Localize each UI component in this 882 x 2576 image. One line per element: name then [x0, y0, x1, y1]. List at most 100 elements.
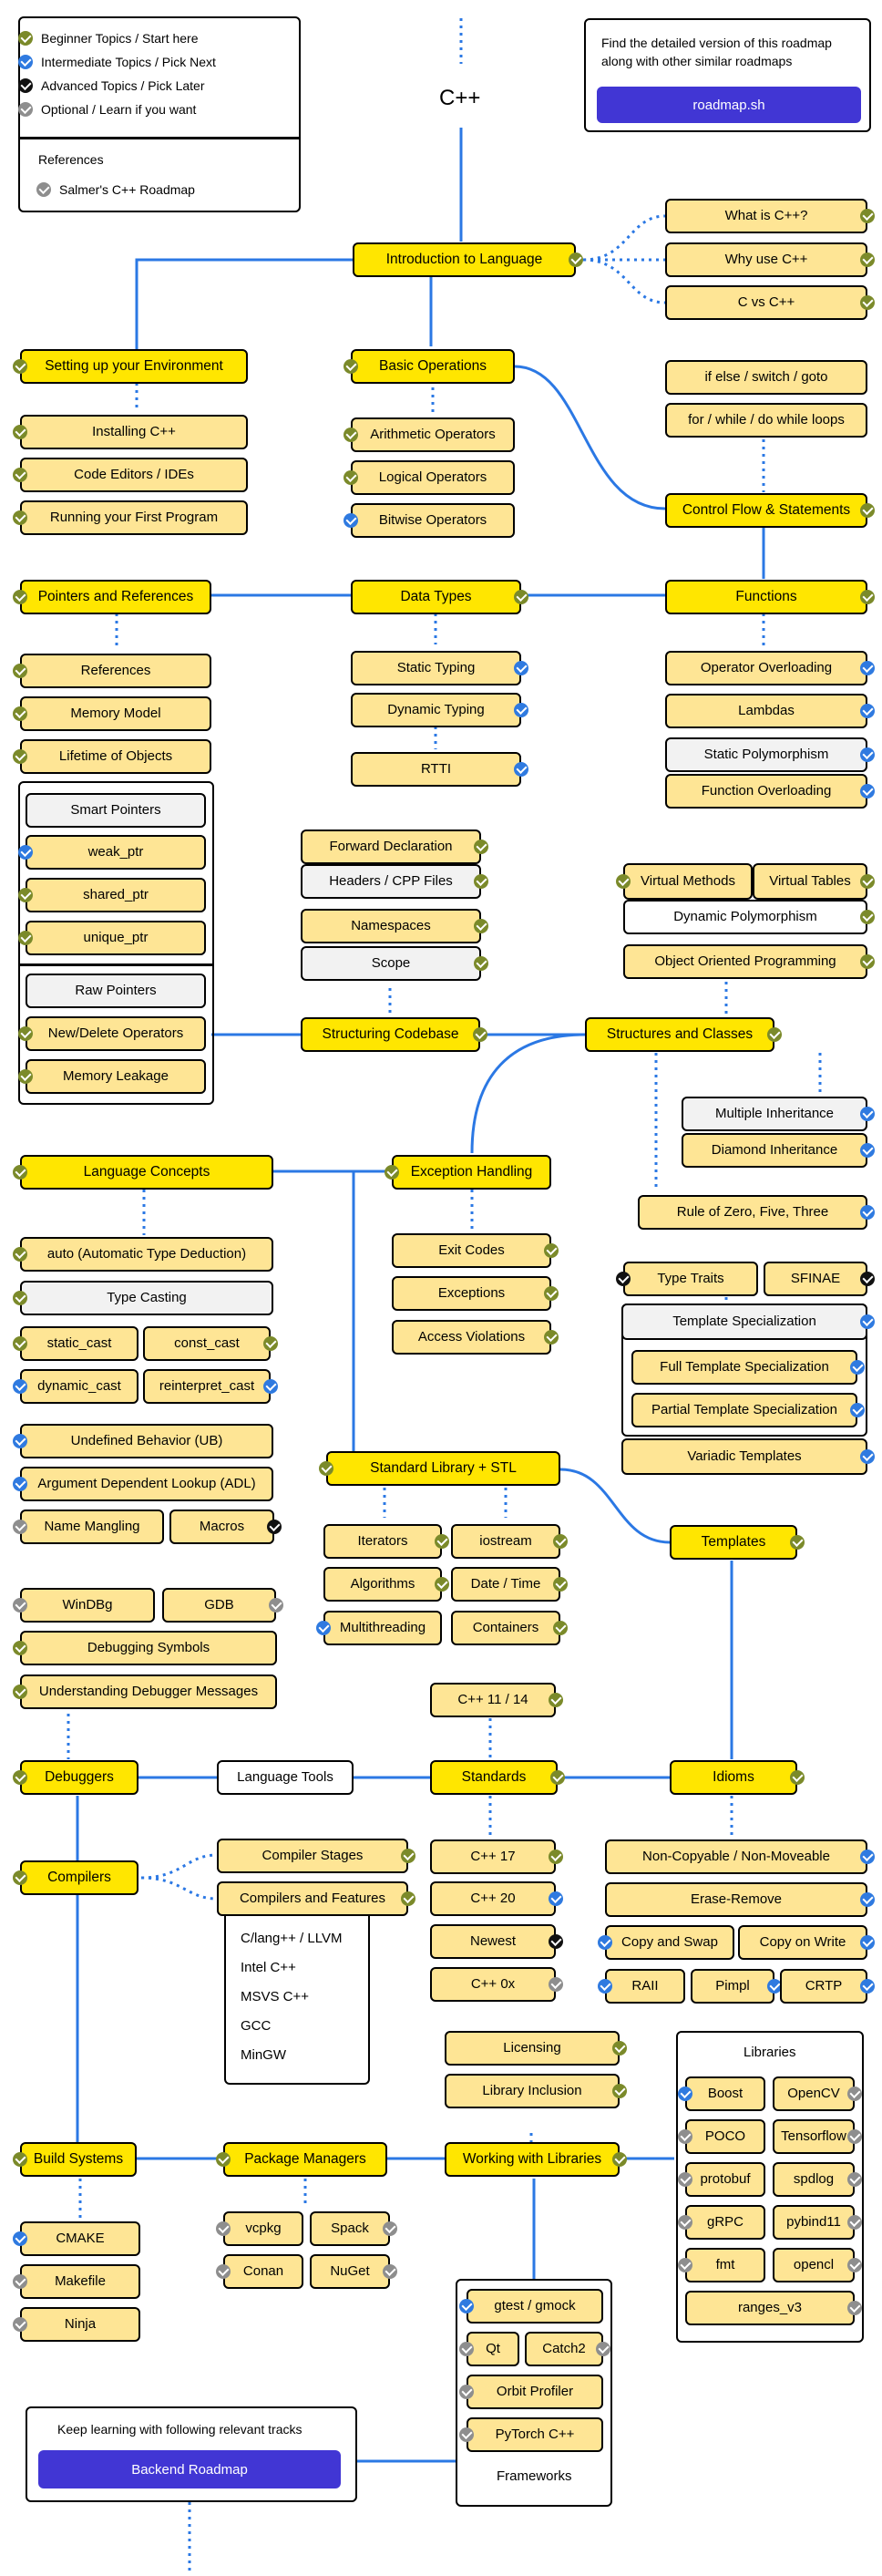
backend-roadmap-button[interactable]: Backend Roadmap [38, 2450, 341, 2488]
node-lifetime[interactable]: Lifetime of Objects [13, 739, 211, 774]
node-erase-remove[interactable]: Erase-Remove [605, 1882, 875, 1917]
node-type-casting[interactable]: Type Casting [13, 1281, 273, 1315]
node-non-copyable[interactable]: Non-Copyable / Non-Moveable [605, 1839, 875, 1874]
node-functions[interactable]: Functions [665, 580, 875, 614]
node-const-cast[interactable]: const_cast [143, 1326, 278, 1361]
node-language-concepts[interactable]: Language Concepts [13, 1155, 273, 1190]
node-crtp[interactable]: CRTP [780, 1969, 875, 2004]
node-type-traits[interactable]: Type Traits [616, 1262, 758, 1296]
node-boost[interactable]: Boost [678, 2076, 765, 2111]
node-exit-codes[interactable]: Exit Codes [392, 1233, 559, 1268]
node-static-poly[interactable]: Static Polymorphism [665, 737, 875, 772]
node-memory-leakage[interactable]: Memory Leakage [18, 1059, 206, 1094]
node-tensorflow[interactable]: Tensorflow [773, 2119, 862, 2154]
node-iterators[interactable]: Iterators [323, 1524, 449, 1559]
node-oop[interactable]: Object Oriented Programming [623, 944, 875, 979]
node-diamond-inh[interactable]: Diamond Inheritance [682, 1133, 875, 1168]
node-c-vs-cpp[interactable]: C vs C++ [665, 285, 875, 320]
node-gtest[interactable]: gtest / gmock [459, 2289, 603, 2324]
node-if-else[interactable]: if else / switch / goto [665, 360, 867, 395]
node-bitwise-ops[interactable]: Bitwise Operators [344, 503, 515, 538]
node-debugger-msgs[interactable]: Understanding Debugger Messages [13, 1674, 277, 1709]
node-vcpkg[interactable]: vcpkg [216, 2211, 303, 2246]
node-references[interactable]: References [13, 654, 211, 688]
node-gdb[interactable]: GDB [162, 1588, 283, 1623]
node-poco[interactable]: POCO [678, 2119, 765, 2154]
node-lambdas[interactable]: Lambdas [665, 694, 875, 728]
node-grpc[interactable]: gRPC [678, 2205, 765, 2240]
node-compilers[interactable]: Compilers [13, 1860, 138, 1895]
node-reinterpret-cast[interactable]: reinterpret_cast [143, 1369, 278, 1404]
node-code-editors[interactable]: Code Editors / IDEs [13, 458, 248, 492]
node-full-template[interactable]: Full Template Specialization [631, 1350, 865, 1385]
node-containers[interactable]: Containers [451, 1611, 568, 1645]
node-makefile[interactable]: Makefile [13, 2264, 140, 2299]
node-fmt[interactable]: fmt [678, 2248, 765, 2282]
node-ub[interactable]: Undefined Behavior (UB) [13, 1424, 273, 1458]
node-ninja[interactable]: Ninja [13, 2307, 140, 2342]
node-conan[interactable]: Conan [216, 2254, 303, 2289]
node-macros[interactable]: Macros [169, 1510, 282, 1544]
node-multiple-inh[interactable]: Multiple Inheritance [682, 1097, 875, 1131]
node-standards[interactable]: Standards [430, 1760, 565, 1795]
node-cpp17[interactable]: C++ 17 [430, 1839, 563, 1874]
node-structures-classes[interactable]: Structures and Classes [585, 1017, 782, 1052]
node-for-while[interactable]: for / while / do while loops [665, 403, 867, 438]
node-exception-handling[interactable]: Exception Handling [385, 1155, 551, 1190]
node-forward-decl[interactable]: Forward Declaration [301, 829, 488, 864]
node-nuget[interactable]: NuGet [310, 2254, 397, 2289]
node-auto[interactable]: auto (Automatic Type Deduction) [13, 1237, 273, 1272]
node-licensing[interactable]: Licensing [445, 2031, 627, 2066]
node-cpp20[interactable]: C++ 20 [430, 1881, 563, 1916]
node-raw-pointers[interactable]: Raw Pointers [26, 974, 206, 1008]
node-newest[interactable]: Newest [430, 1924, 563, 1959]
node-intro[interactable]: Introduction to Language [353, 242, 583, 277]
node-dynamic-cast[interactable]: dynamic_cast [13, 1369, 138, 1404]
node-dynamic-poly[interactable]: Dynamic Polymorphism [623, 900, 875, 934]
node-sfinae[interactable]: SFINAE [764, 1262, 875, 1296]
node-virtual-tables[interactable]: Virtual Tables [753, 863, 875, 900]
node-ranges-v3[interactable]: ranges_v3 [685, 2291, 862, 2325]
node-pimpl[interactable]: Pimpl [691, 1969, 782, 2004]
node-build-systems[interactable]: Build Systems [13, 2142, 137, 2177]
node-templates[interactable]: Templates [670, 1525, 805, 1560]
node-template-spec[interactable]: Template Specialization [621, 1303, 875, 1340]
node-virtual-methods[interactable]: Virtual Methods [616, 863, 753, 900]
node-windbg[interactable]: WinDBg [13, 1588, 155, 1623]
node-dynamic-typing[interactable]: Dynamic Typing [351, 693, 528, 727]
reference-link[interactable]: Salmer's C++ Roadmap [36, 182, 195, 197]
node-rule-zero[interactable]: Rule of Zero, Five, Three [638, 1195, 875, 1230]
node-protobuf[interactable]: protobuf [678, 2162, 765, 2197]
node-debuggers[interactable]: Debuggers [13, 1760, 138, 1795]
node-working-libs[interactable]: Working with Libraries [445, 2142, 627, 2177]
node-exceptions[interactable]: Exceptions [392, 1276, 559, 1311]
node-spdlog[interactable]: spdlog [773, 2162, 862, 2197]
node-date-time[interactable]: Date / Time [451, 1567, 568, 1602]
node-static-cast[interactable]: static_cast [13, 1326, 138, 1361]
node-pointers-refs[interactable]: Pointers and References [13, 580, 211, 614]
roadmap-sh-button[interactable]: roadmap.sh [597, 87, 861, 123]
node-setup-env[interactable]: Setting up your Environment [13, 349, 248, 384]
node-arith-ops[interactable]: Arithmetic Operators [344, 417, 515, 452]
node-access-violations[interactable]: Access Violations [392, 1320, 559, 1355]
node-package-managers[interactable]: Package Managers [216, 2142, 387, 2177]
node-pytorch[interactable]: PyTorch C++ [459, 2417, 603, 2452]
node-static-typing[interactable]: Static Typing [351, 651, 528, 685]
node-variadic[interactable]: Variadic Templates [621, 1438, 875, 1475]
node-spack[interactable]: Spack [310, 2211, 397, 2246]
node-orbit[interactable]: Orbit Profiler [459, 2375, 603, 2409]
node-pybind11[interactable]: pybind11 [773, 2205, 862, 2240]
node-first-program[interactable]: Running your First Program [13, 500, 248, 535]
node-algorithms[interactable]: Algorithms [323, 1567, 449, 1602]
node-opencl[interactable]: opencl [773, 2248, 862, 2282]
node-scope[interactable]: Scope [301, 946, 488, 981]
node-language-tools[interactable]: Language Tools [217, 1760, 354, 1795]
node-func-overloading[interactable]: Function Overloading [665, 774, 875, 809]
node-qt[interactable]: Qt [459, 2332, 519, 2366]
node-idioms[interactable]: Idioms [670, 1760, 805, 1795]
node-cmake[interactable]: CMAKE [13, 2221, 140, 2256]
node-control-flow[interactable]: Control Flow & Statements [665, 493, 875, 528]
node-data-types[interactable]: Data Types [351, 580, 528, 614]
node-unique-ptr[interactable]: unique_ptr [18, 921, 206, 955]
node-why-cpp[interactable]: Why use C++ [665, 242, 875, 277]
